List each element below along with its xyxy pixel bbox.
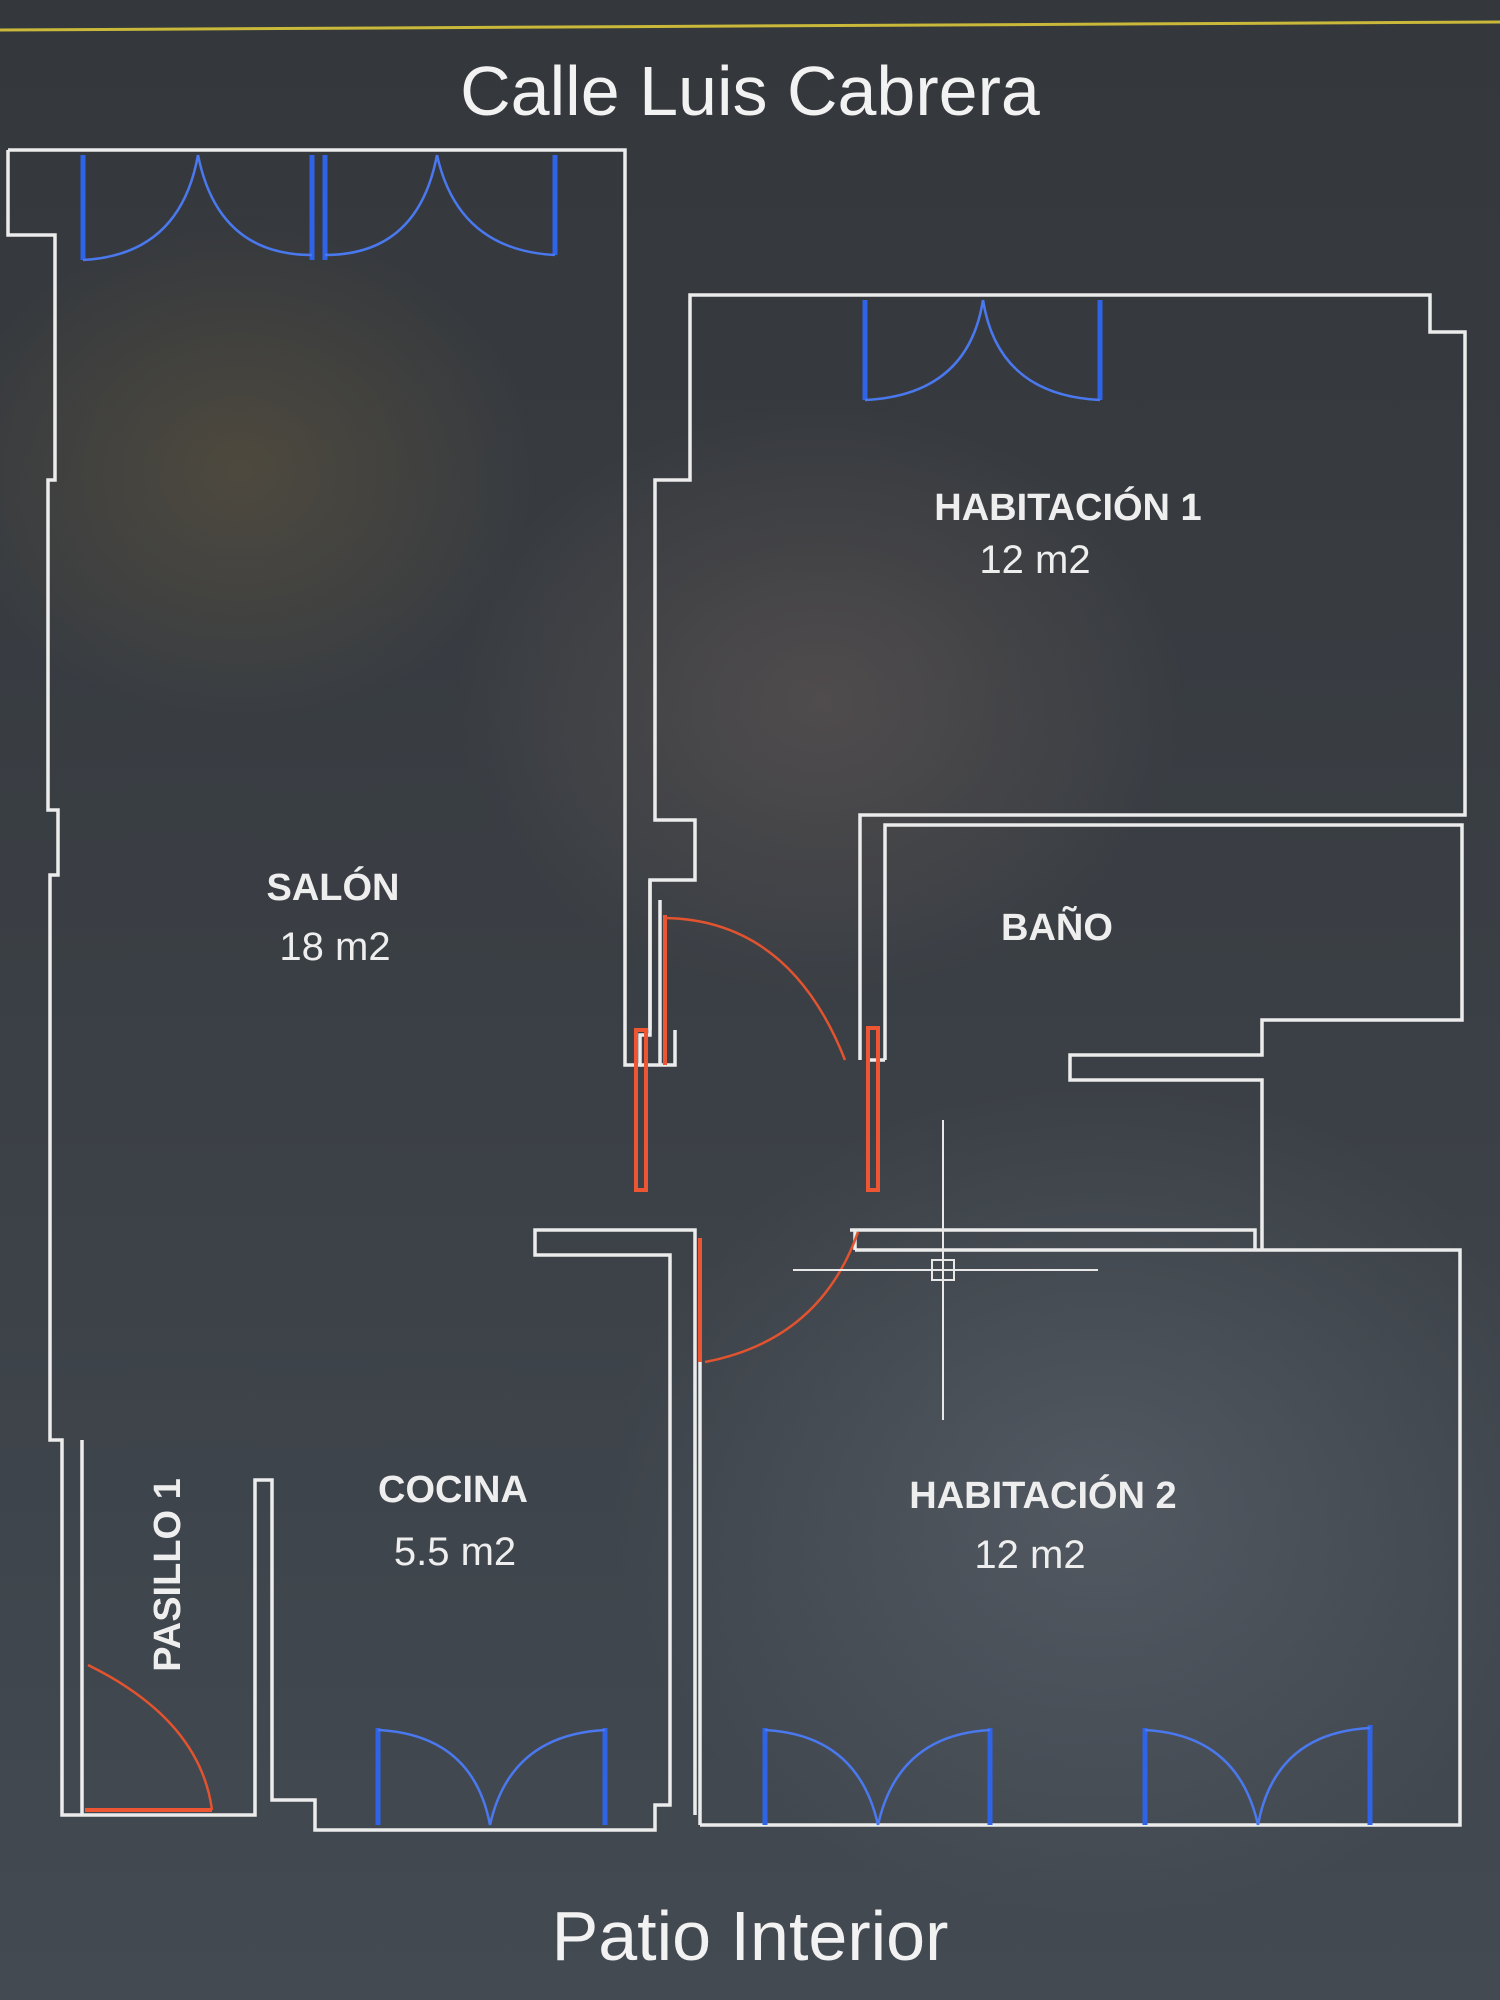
window-habitacion2-right <box>1142 1725 1373 1826</box>
pasillo1-name: PASILLO 1 <box>147 1478 189 1672</box>
window-habitacion1 <box>862 299 1103 402</box>
canvas-top-edge <box>0 20 1500 32</box>
door-hall-salon <box>634 1026 880 1192</box>
street-label: Calle Luis Cabrera <box>460 52 1040 130</box>
cocina-area: 5.5 m2 <box>394 1530 516 1574</box>
salon-name: SALÓN <box>267 865 400 909</box>
bano-wall <box>870 823 1464 1250</box>
salon-area: 18 m2 <box>279 925 390 969</box>
hall-inner-wall <box>640 880 677 1067</box>
habitacion1-name: HABITACIÓN 1 <box>934 485 1201 529</box>
cad-crosshair-cursor <box>793 1120 1098 1420</box>
window-habitacion2-left <box>762 1728 993 1826</box>
salon-wall <box>6 148 697 1832</box>
window-cocina <box>375 1728 608 1826</box>
habitacion1-area: 12 m2 <box>979 538 1090 582</box>
door-pasillo1 <box>85 1663 214 1812</box>
cocina-name: COCINA <box>378 1469 528 1511</box>
window-salon-top <box>80 154 558 262</box>
bano-name: BAÑO <box>1001 905 1113 949</box>
habitacion2-name: HABITACIÓN 2 <box>909 1473 1176 1517</box>
habitacion2-wall <box>698 1228 1462 1827</box>
patio-label: Patio Interior <box>552 1897 949 1975</box>
door-bano <box>663 915 847 1065</box>
habitacion2-area: 12 m2 <box>974 1533 1085 1577</box>
hall-partition-wall <box>623 293 1467 1067</box>
door-cocina <box>698 1231 860 1364</box>
